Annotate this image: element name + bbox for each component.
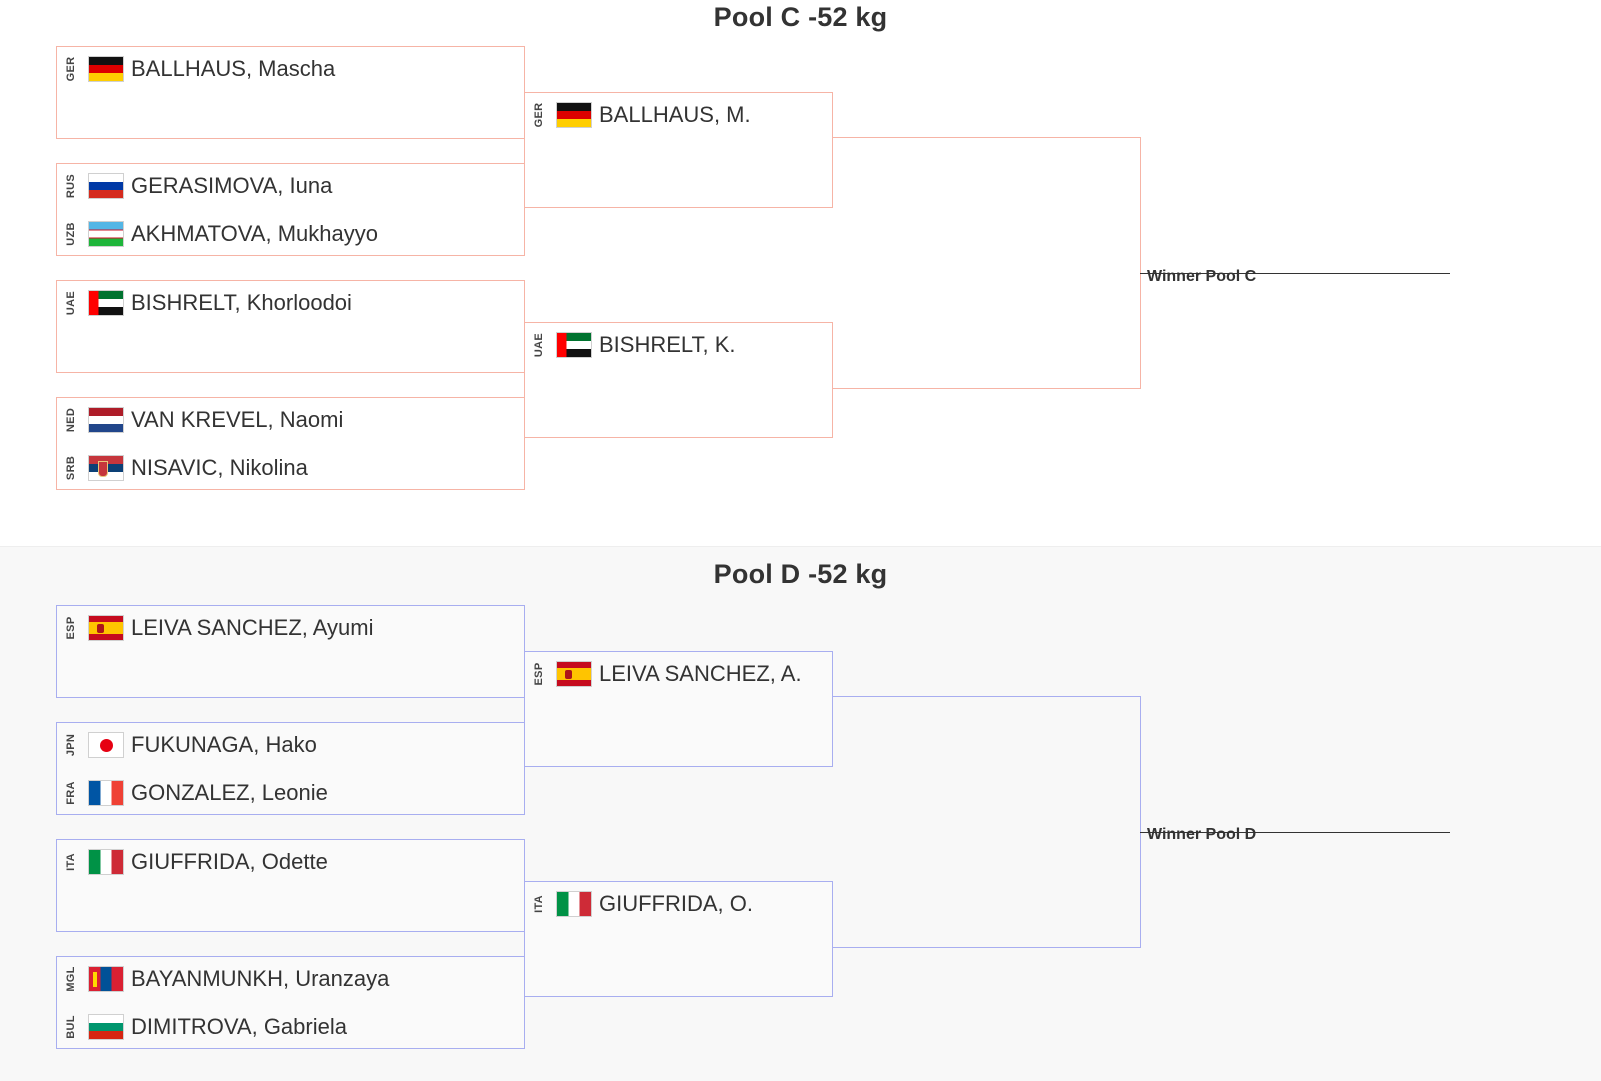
athlete-slot[interactable]: MGL BAYANMUNKH, Uranzaya: [64, 964, 389, 994]
round1-match-4[interactable]: [56, 956, 525, 1049]
italy-flag-icon: [88, 849, 124, 875]
athlete-slot[interactable]: GER BALLHAUS, M.: [532, 100, 751, 130]
spain-flag-icon: [88, 615, 124, 641]
athlete-slot[interactable]: JPN FUKUNAGA, Hako: [64, 730, 317, 760]
netherlands-flag-icon: [88, 407, 124, 433]
germany-flag-icon: [556, 102, 592, 128]
russia-flag-icon: [88, 173, 124, 199]
athlete-name: GIUFFRIDA, O.: [599, 891, 753, 916]
country-code: SRB: [65, 455, 77, 481]
athlete-name: GIUFFRIDA, Odette: [131, 849, 328, 874]
athlete-slot[interactable]: UZB AKHMATOVA, Mukhayyo: [64, 219, 378, 249]
italy-flag-icon: [556, 891, 592, 917]
round1-match-1[interactable]: [56, 605, 525, 698]
france-flag-icon: [88, 780, 124, 806]
country-code: MGL: [65, 966, 77, 992]
final-bracket-connector: [832, 696, 1141, 948]
round1-match-2[interactable]: [56, 722, 525, 815]
country-code: ESP: [65, 616, 77, 640]
country-code: GER: [533, 102, 545, 128]
athlete-name: BISHRELT, K.: [599, 332, 736, 357]
athlete-name: AKHMATOVA, Mukhayyo: [131, 221, 378, 246]
spain-flag-icon: [556, 661, 592, 687]
athlete-slot[interactable]: FRA GONZALEZ, Leonie: [64, 778, 328, 808]
athlete-name: BALLHAUS, M.: [599, 102, 751, 127]
country-code: FRA: [65, 781, 77, 805]
country-code: UAE: [533, 332, 545, 358]
uae-flag-icon: [556, 332, 592, 358]
country-code: ESP: [533, 662, 545, 686]
athlete-name: FUKUNAGA, Hako: [131, 732, 317, 757]
athlete-slot[interactable]: BUL DIMITROVA, Gabriela: [64, 1012, 347, 1042]
athlete-slot[interactable]: UAE BISHRELT, Khorloodoi: [64, 288, 352, 318]
country-code: BUL: [65, 1015, 77, 1039]
country-code: UAE: [65, 290, 77, 316]
athlete-name: LEIVA SANCHEZ, A.: [599, 661, 802, 686]
athlete-slot[interactable]: ITA GIUFFRIDA, Odette: [64, 847, 328, 877]
winner-pool-c-label: Winner Pool C: [1147, 268, 1257, 285]
round1-match-2[interactable]: [56, 163, 525, 256]
final-bracket-connector: [832, 137, 1141, 389]
winner-line: [1140, 832, 1450, 833]
serbia-flag-icon: [88, 455, 124, 481]
mongolia-flag-icon: [88, 966, 124, 992]
pool-title: Pool C -52 kg: [713, 2, 888, 32]
athlete-name: GONZALEZ, Leonie: [131, 780, 328, 805]
country-code: NED: [65, 407, 77, 433]
country-code: UZB: [65, 222, 77, 246]
japan-flag-icon: [88, 732, 124, 758]
athlete-slot[interactable]: ESP LEIVA SANCHEZ, Ayumi: [64, 613, 374, 643]
country-code: GER: [65, 56, 77, 82]
country-code: JPN: [65, 733, 77, 757]
athlete-slot[interactable]: GER BALLHAUS, Mascha: [64, 54, 335, 84]
athlete-name: VAN KREVEL, Naomi: [131, 407, 344, 432]
round1-match-3[interactable]: [56, 839, 525, 932]
round1-match-3[interactable]: [56, 280, 525, 373]
athlete-name: LEIVA SANCHEZ, Ayumi: [131, 615, 374, 640]
athlete-slot[interactable]: RUS GERASIMOVA, Iuna: [64, 171, 332, 201]
winner-line: [1140, 273, 1450, 274]
uzbekistan-flag-icon: [88, 221, 124, 247]
country-code: RUS: [65, 173, 77, 199]
round1-match-1[interactable]: [56, 46, 525, 139]
athlete-name: NISAVIC, Nikolina: [131, 455, 308, 480]
athlete-name: BISHRELT, Khorloodoi: [131, 290, 352, 315]
athlete-slot[interactable]: ESP LEIVA SANCHEZ, A.: [532, 659, 802, 689]
athlete-slot[interactable]: ITA GIUFFRIDA, O.: [532, 889, 753, 919]
round1-match-4[interactable]: [56, 397, 525, 490]
pool-c-section: Pool C -52 kg Winner Pool C GER BALLHAUS…: [56, 2, 1450, 490]
bulgaria-flag-icon: [88, 1014, 124, 1040]
country-code: ITA: [533, 895, 545, 913]
athlete-slot[interactable]: SRB NISAVIC, Nikolina: [64, 453, 308, 483]
athlete-name: GERASIMOVA, Iuna: [131, 173, 333, 198]
winner-pool-d-label: Winner Pool D: [1147, 826, 1257, 843]
germany-flag-icon: [88, 56, 124, 82]
athlete-name: DIMITROVA, Gabriela: [131, 1014, 347, 1039]
pool-title: Pool D -52 kg: [713, 559, 888, 589]
pool-d-section: Pool D -52 kg Winner Pool D ESP LEIVA SA…: [0, 546, 1601, 1081]
country-code: ITA: [65, 853, 77, 871]
athlete-name: BAYANMUNKH, Uranzaya: [131, 966, 390, 991]
athlete-name: BALLHAUS, Mascha: [131, 56, 336, 81]
athlete-slot[interactable]: NED VAN KREVEL, Naomi: [64, 405, 343, 435]
uae-flag-icon: [88, 290, 124, 316]
athlete-slot[interactable]: UAE BISHRELT, K.: [532, 330, 736, 360]
